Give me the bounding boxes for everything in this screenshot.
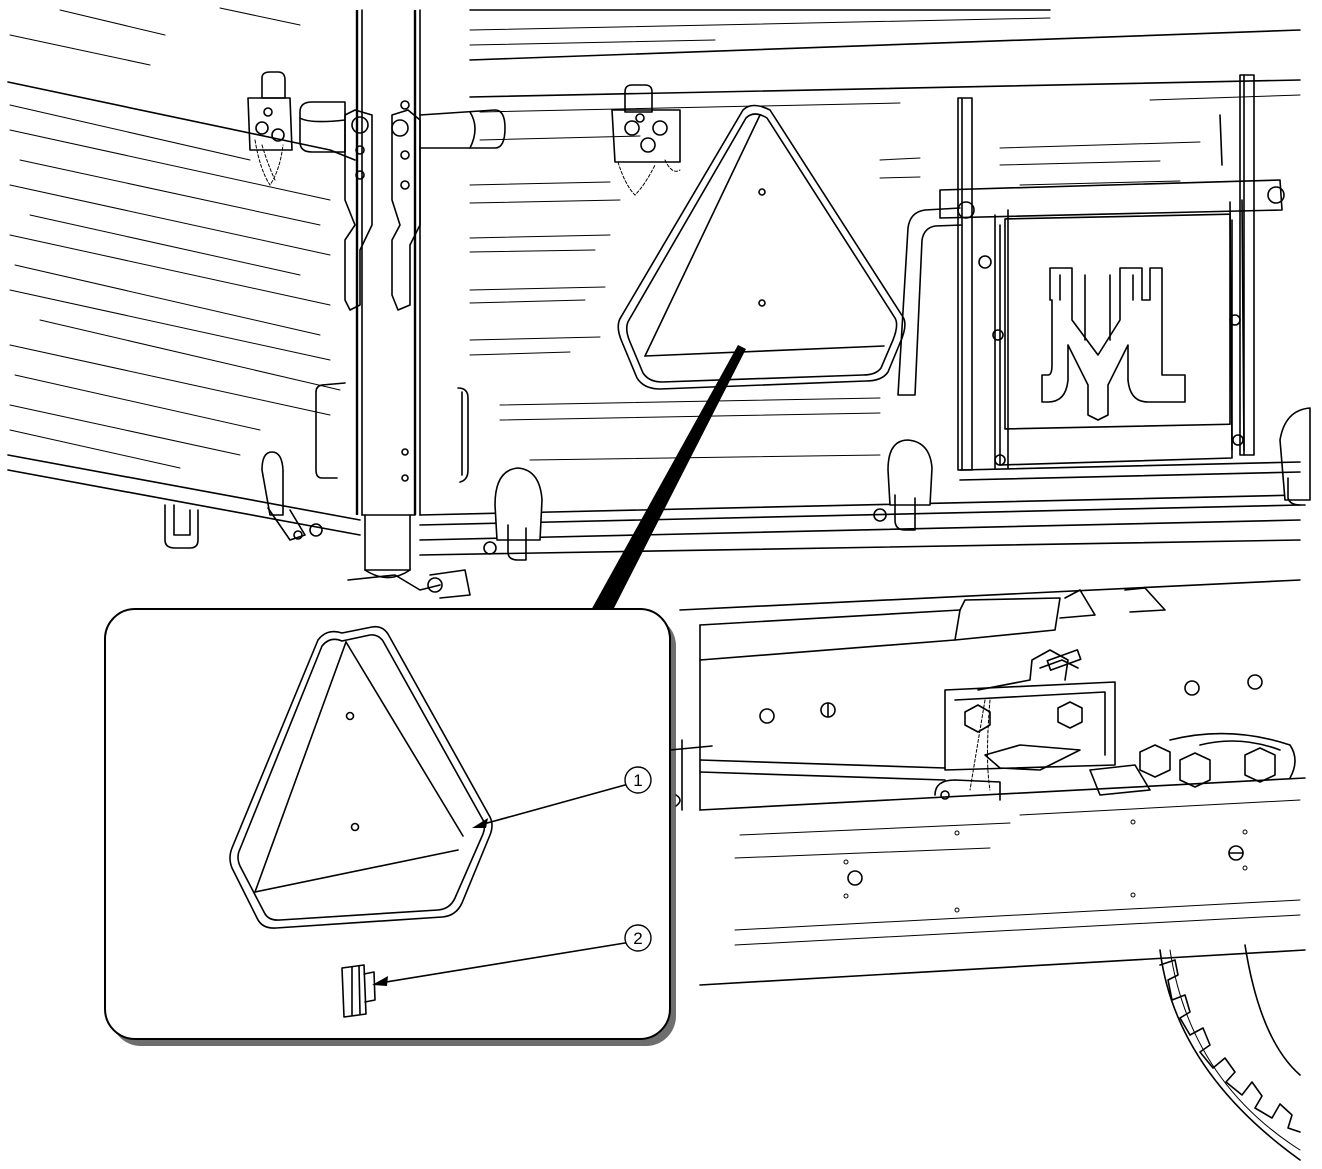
callout-1: 1 <box>624 766 652 794</box>
frame-behind-inset <box>669 739 713 811</box>
rear-panel <box>419 9 1301 556</box>
chassis-frame <box>679 579 1306 986</box>
left-side-panel <box>7 7 361 549</box>
leader-line-2 <box>379 942 626 984</box>
detail-inset: 1 2 <box>104 608 676 1046</box>
smv-triangle-part-1 <box>229 625 493 929</box>
jm-logo <box>1041 267 1186 421</box>
license-plate-holder <box>897 74 1301 481</box>
rear-wheel-tyre <box>1159 944 1301 1161</box>
leader-line-1 <box>479 784 626 826</box>
callout-2: 2 <box>624 924 652 952</box>
corner-post <box>299 9 506 599</box>
callout-number-1: 1 <box>633 771 642 790</box>
hitch-assembly <box>934 649 1296 801</box>
zoom-pointer <box>590 345 746 612</box>
tailboard-hooks <box>483 407 1311 561</box>
right-chain-latch <box>611 84 681 196</box>
callout-number-2: 2 <box>633 929 642 948</box>
mounting-bracket-part-2 <box>341 964 376 1018</box>
smv-triangle-mounted <box>617 104 906 390</box>
left-chain-latch <box>247 71 293 186</box>
